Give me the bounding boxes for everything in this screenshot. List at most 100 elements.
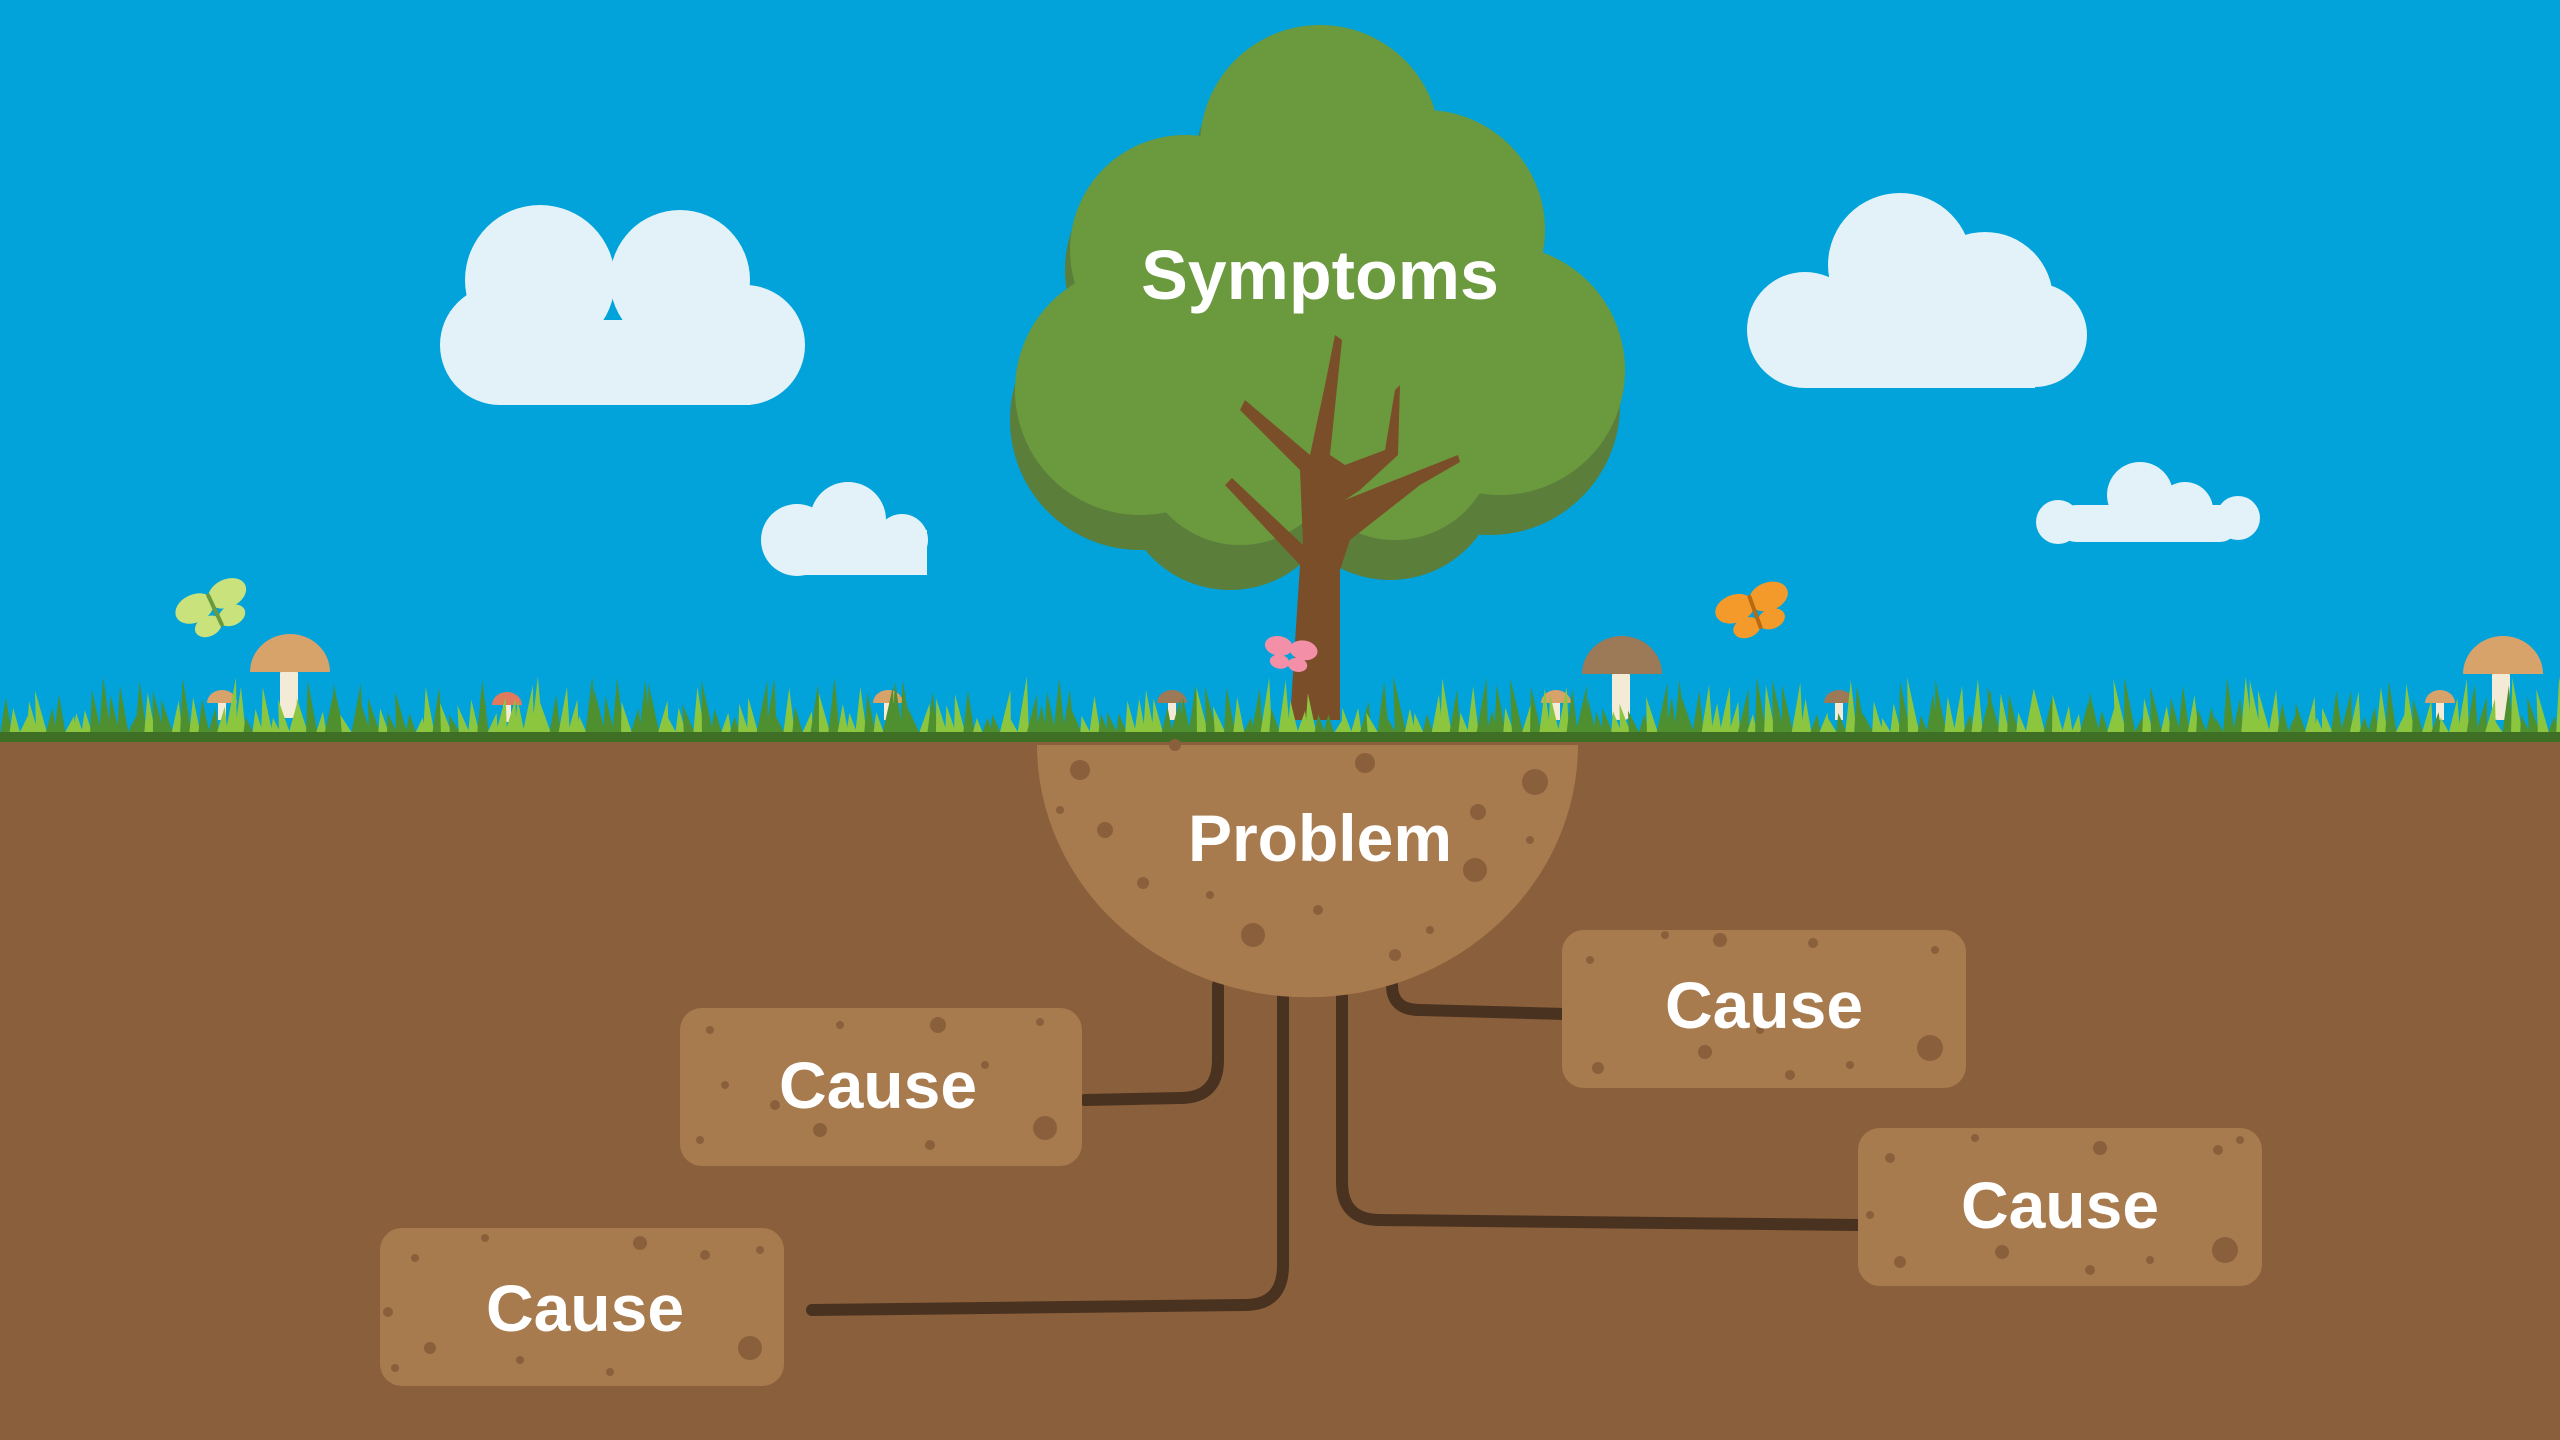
- grass-blade: [648, 683, 660, 736]
- grass-blade: [2286, 713, 2298, 736]
- grass-blade: [1305, 693, 1317, 736]
- grass-blade: [2376, 687, 2388, 736]
- grass-blade: [2331, 690, 2343, 736]
- grass-blade: [108, 695, 120, 736]
- grass-blade: [2295, 703, 2307, 736]
- grass-blade: [1242, 717, 1254, 736]
- grass-blade: [1476, 677, 1488, 736]
- cause-box: [380, 1228, 784, 1386]
- grass-blade: [630, 708, 642, 736]
- grass-blade: [846, 712, 858, 736]
- grass-blade: [117, 685, 129, 736]
- grass-blade: [2097, 710, 2109, 736]
- grass-blade: [45, 708, 57, 736]
- grass-blade: [1366, 712, 1380, 736]
- problem-label: Problem: [1188, 801, 1452, 875]
- mushroom-icon: [1824, 690, 1854, 720]
- grass-blade: [296, 698, 309, 736]
- grass-blade: [945, 705, 957, 736]
- grass-blade: [1971, 678, 1983, 736]
- grass-blade: [818, 693, 831, 736]
- root-line: [1079, 979, 1224, 1106]
- root-line: [1336, 989, 1864, 1231]
- grass-blade: [891, 681, 903, 736]
- grass-blade: [576, 715, 588, 736]
- grass-blade: [171, 700, 183, 736]
- grass-blade: [612, 677, 624, 736]
- grass-blade: [1530, 686, 1542, 736]
- grass-blade: [2088, 691, 2100, 736]
- grass-blade: [2340, 690, 2352, 736]
- grass-blade: [2421, 700, 2433, 736]
- mushroom-icon: [2463, 636, 2543, 720]
- grass-blade: [2556, 676, 2560, 736]
- grass-blade: [1836, 712, 1848, 736]
- grass-blade: [448, 714, 462, 736]
- problem-mound: [1037, 745, 1578, 998]
- grass-blade: [1161, 707, 1173, 736]
- grass-blade: [2257, 689, 2271, 736]
- grass-blade: [1746, 713, 1758, 736]
- grass-blade: [414, 717, 426, 736]
- grass-blade: [1350, 707, 1362, 736]
- grass-blade: [1431, 694, 1443, 736]
- cause-node: Cause: [380, 1228, 784, 1386]
- grass-blade: [468, 699, 480, 736]
- grass-blade: [828, 677, 840, 736]
- grass-blade: [457, 705, 471, 736]
- grass-blade: [1719, 686, 1731, 736]
- grass-blade: [539, 699, 552, 736]
- grass-blade: [2367, 707, 2379, 736]
- mushroom-icon: [250, 634, 330, 718]
- grass-blade: [423, 686, 435, 736]
- grass-blade: [1548, 694, 1560, 736]
- grass-blade: [1287, 700, 1299, 736]
- grass-blade: [477, 679, 489, 736]
- grass-blade: [972, 717, 984, 736]
- grass-blade: [783, 687, 795, 736]
- grass-blade: [1196, 687, 1209, 736]
- grass-blade: [161, 699, 174, 736]
- grass-blade: [2304, 696, 2316, 736]
- cloud-icon: [761, 482, 928, 576]
- grass-blade: [1575, 684, 1587, 736]
- grass-blade: [907, 707, 921, 736]
- grass-icon: [0, 676, 2560, 736]
- grass-blade: [1728, 701, 1740, 736]
- cloud-icon: [1747, 193, 2087, 388]
- grass-blade: [1204, 686, 1218, 736]
- grass-blade: [1539, 688, 1551, 736]
- grass-blade: [1872, 701, 1884, 736]
- grass-blade: [639, 679, 651, 736]
- cloud-icon: [2036, 462, 2260, 544]
- grass-blade: [1827, 717, 1839, 736]
- grass-blade: [1467, 686, 1479, 736]
- grass-blade: [216, 706, 228, 736]
- grass-blade: [1269, 708, 1281, 736]
- grass-blade: [1584, 698, 1596, 736]
- grass-blade: [2079, 701, 2091, 736]
- grass-blade: [1944, 696, 1956, 736]
- grass-blade: [1393, 676, 1407, 736]
- mushroom-icon: [1157, 690, 1187, 720]
- grass-blade: [440, 702, 453, 736]
- grass-blade: [1953, 685, 1965, 736]
- grass-blade: [1006, 710, 1020, 736]
- grass-blade: [126, 714, 138, 736]
- grass-blade: [252, 708, 264, 736]
- grass-blade: [1917, 715, 1929, 736]
- grass-blade: [585, 676, 597, 736]
- grass-blade: [1521, 704, 1533, 736]
- grass-blade: [2349, 691, 2361, 736]
- grass-blade: [1413, 712, 1425, 736]
- grass-blade: [864, 692, 876, 736]
- cause-label: Cause: [779, 1048, 977, 1122]
- grass-blade: [1458, 712, 1470, 736]
- grass-blade: [2150, 686, 2163, 736]
- grass-blade: [1890, 703, 1902, 736]
- grass-blade: [1377, 681, 1389, 736]
- problem-node: Problem: [1037, 739, 1578, 998]
- grass-blade: [567, 699, 579, 736]
- grass-blade: [603, 695, 615, 736]
- grass-blade: [1170, 698, 1182, 736]
